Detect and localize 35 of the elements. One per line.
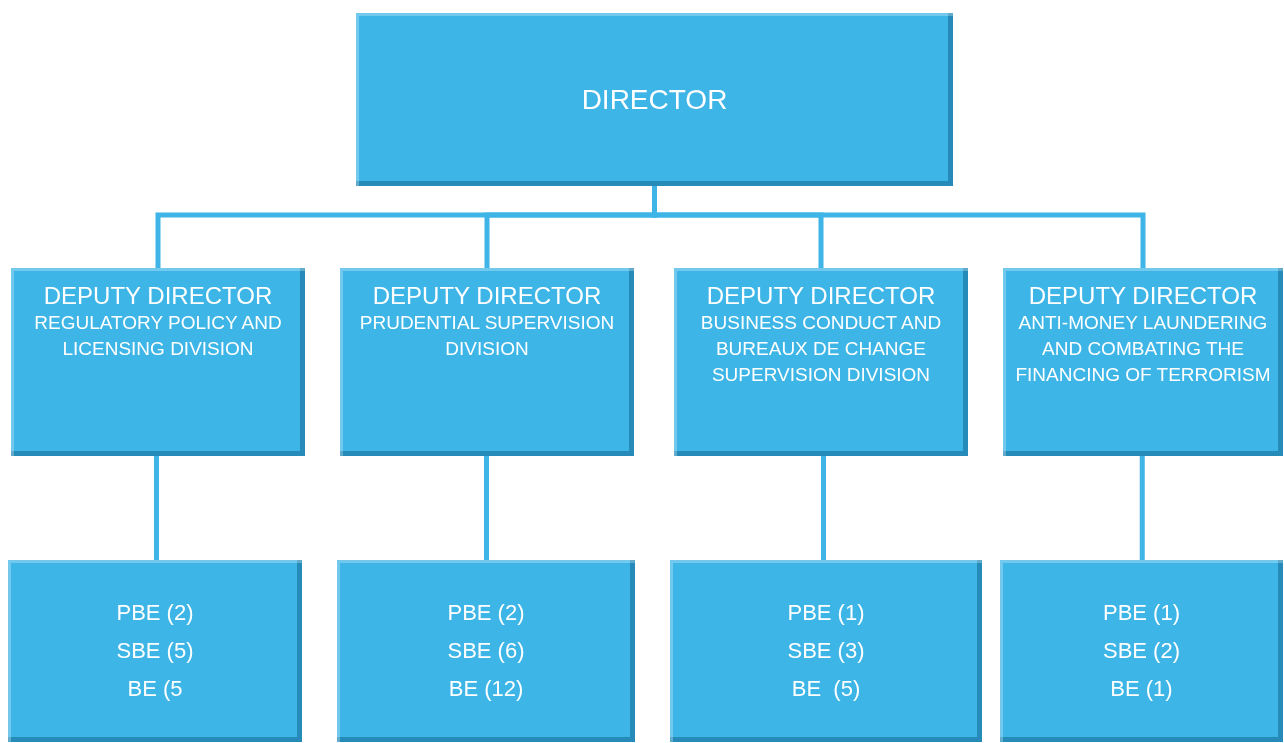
division-name: PRUDENTIAL SUPERVISION DIVISION xyxy=(358,311,616,361)
staff-count: SBE (6) xyxy=(447,637,525,665)
org-box xyxy=(340,268,634,456)
connector-line xyxy=(1139,456,1145,560)
connector-line xyxy=(821,456,826,560)
division-name: ANTI-MONEY LAUNDERING AND COMBATING THE FINANCING OF TERRORISM xyxy=(1014,311,1272,387)
staff-count: SBE (2) xyxy=(1103,637,1180,665)
role-title: DEPUTY DIRECTOR xyxy=(43,282,273,310)
org-box xyxy=(8,560,302,742)
division-name: BUSINESS CONDUCT AND BUREAUX DE CHANGE SUPERVISION DIVISION xyxy=(699,311,943,387)
staff-count: PBE (2) xyxy=(116,599,194,627)
org-box xyxy=(356,13,953,186)
org-box xyxy=(11,268,305,456)
staff-count: BE (1) xyxy=(1110,675,1173,703)
connector-line xyxy=(652,186,1146,268)
staff-count: BE (12) xyxy=(448,675,524,703)
staff-count: BE (5 xyxy=(127,675,183,703)
role-title: DEPUTY DIRECTOR xyxy=(1028,282,1258,310)
org-box xyxy=(670,560,982,742)
staff-count: SBE (5) xyxy=(116,637,194,665)
org-box xyxy=(1000,560,1283,742)
org-box xyxy=(1003,268,1283,456)
connector-line xyxy=(154,456,159,560)
staff-count: PBE (1) xyxy=(787,599,865,627)
org-box xyxy=(674,268,968,456)
division-name: REGULATORY POLICY AND LICENSING DIVISION xyxy=(33,311,283,361)
org-box xyxy=(337,560,635,742)
staff-count: BE (5) xyxy=(791,675,861,703)
role-title: DEPUTY DIRECTOR xyxy=(706,282,936,310)
staff-count: PBE (1) xyxy=(1103,599,1180,627)
role-title: DIRECTOR xyxy=(581,83,728,116)
role-title: DEPUTY DIRECTOR xyxy=(372,282,602,310)
staff-count: PBE (2) xyxy=(447,599,525,627)
staff-count: SBE (3) xyxy=(787,637,865,665)
connector-line xyxy=(484,456,489,560)
